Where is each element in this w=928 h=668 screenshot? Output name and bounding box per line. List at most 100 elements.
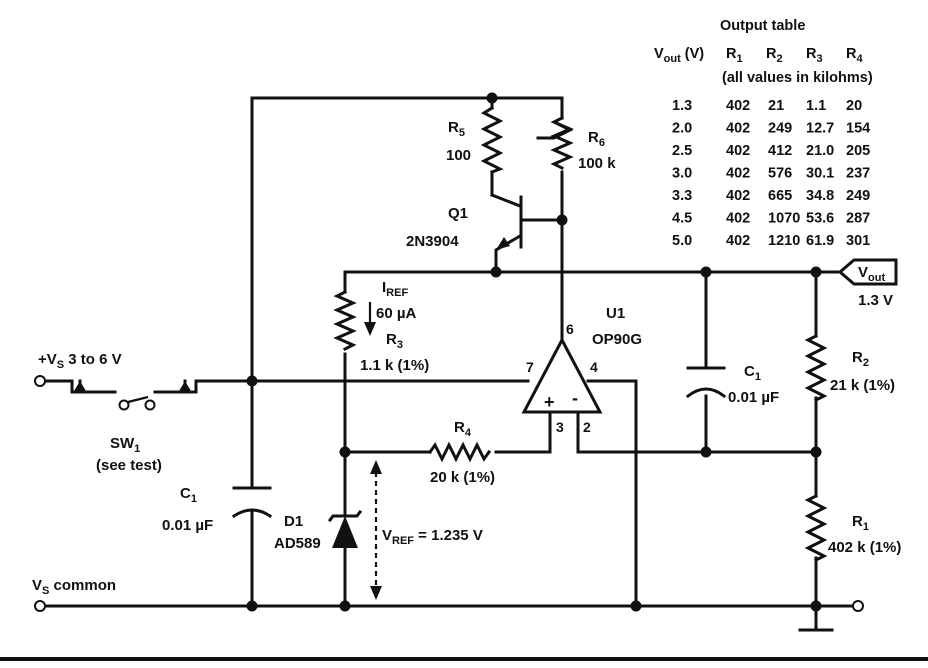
r1-value: 402 k (1%) [828,539,901,556]
resistor-r4 [427,441,492,463]
sw1-note: (see test) [96,457,162,474]
table-title: Output table [720,18,805,34]
table-cell: 412 [768,143,792,159]
sw1-label: SW1 [110,435,140,455]
pin-4: 4 [590,359,598,375]
table-header-1: R1 [726,46,743,65]
table-cell: 576 [768,166,792,182]
table-header-0: Vout (V) [654,46,704,65]
arrowhead-icon [74,381,191,391]
table-cell: 12.7 [806,121,834,137]
table-cell: 21.0 [806,143,834,159]
resistor-r1 [804,493,828,563]
vs-common-label: VS common [32,577,116,597]
q1-part: 2N3904 [406,233,459,250]
junction-dots [246,92,822,612]
labels: +VS 3 to 6 V SW1 (see test) C1 0.01 µF D… [32,119,901,597]
wire-top-rail [250,96,564,120]
table-cell: 2.5 [672,143,692,159]
table-cell: 665 [768,188,792,204]
wire-r4-right [494,410,552,454]
pin-7: 7 [526,359,534,375]
capacitor-c1-left [231,486,273,519]
vout-terminal [837,258,898,286]
c1-right-value: 0.01 µF [728,389,779,406]
emitter-arrow-icon [496,237,510,250]
opamp-minus: - [572,388,578,408]
table-cell: 20 [846,98,862,114]
table-cell: 402 [726,233,750,249]
iref-value: 60 µA [376,305,416,322]
pin-6: 6 [566,321,574,337]
table-cell: 402 [726,98,750,114]
r6-value: 100 k [578,155,616,172]
table-cell: 4.5 [672,211,692,227]
wire-pin2 [576,410,818,454]
switch-sw1 [74,381,191,411]
table-cell: 1070 [768,211,800,227]
diode-d1 [327,509,363,548]
wires [38,96,854,632]
wire-pin4-ground [586,379,638,608]
table-cell: 402 [726,121,750,137]
vref-label: VREF = 1.235 V [382,527,483,547]
table-cell: 402 [726,166,750,182]
r4-label: R4 [454,419,472,439]
d1-label: D1 [284,513,303,530]
u1-label: U1 [606,305,625,322]
r5-label: R5 [448,119,465,139]
wire-q1-emitter [494,233,523,274]
wire-q1-collector [490,193,522,208]
table-cell: 21 [768,98,784,114]
resistor-r6 [536,115,574,171]
table-cell: 402 [726,143,750,159]
table-row: 2.5 402 412 21.0 205 [672,143,870,159]
table-cell: 1.3 [672,98,692,114]
table-cell: 402 [726,211,750,227]
table-cell: 34.8 [806,188,834,204]
table-cell: 5.0 [672,233,692,249]
u1-part: OP90G [592,331,642,348]
table-cell: 154 [846,121,870,137]
table-cell: 402 [726,188,750,204]
opamp-u1 [521,336,603,414]
vs-input-label: +VS 3 to 6 V [38,351,122,371]
table-header-3: R3 [806,46,823,65]
resistor-r2 [804,333,828,403]
table-cell: 287 [846,211,870,227]
table-cell: 205 [846,143,870,159]
common-terminal-icon [34,600,46,612]
r3-label: R3 [386,331,403,351]
table-cell: 30.1 [806,166,834,182]
r6-label: R6 [588,129,605,149]
input-terminal-icon [34,375,46,387]
r3-value: 1.1 k (1%) [360,357,429,374]
down-arrow-icon [364,322,376,336]
pin-2: 2 [583,419,591,435]
table-note: (all values in kilohms) [722,70,873,86]
c1-left-label: C1 [180,485,197,505]
opamp-plus: + [544,392,555,412]
r2-label: R2 [852,349,869,369]
r5-value: 100 [446,147,471,164]
c1-left-value: 0.01 µF [162,517,213,534]
table-cell: 301 [846,233,870,249]
iref-label: IREF [382,279,408,299]
table-cell: 1210 [768,233,800,249]
table-header-2: R2 [766,46,783,65]
table-row: 5.0 402 1210 61.9 301 [672,233,870,249]
c1-right-label: C1 [744,363,761,383]
resistor-r5 [480,105,504,174]
table-cell: 61.9 [806,233,834,249]
d1-part: AD589 [274,535,321,552]
table-cell: 3.3 [672,188,692,204]
vout-label: Vout [858,264,885,284]
